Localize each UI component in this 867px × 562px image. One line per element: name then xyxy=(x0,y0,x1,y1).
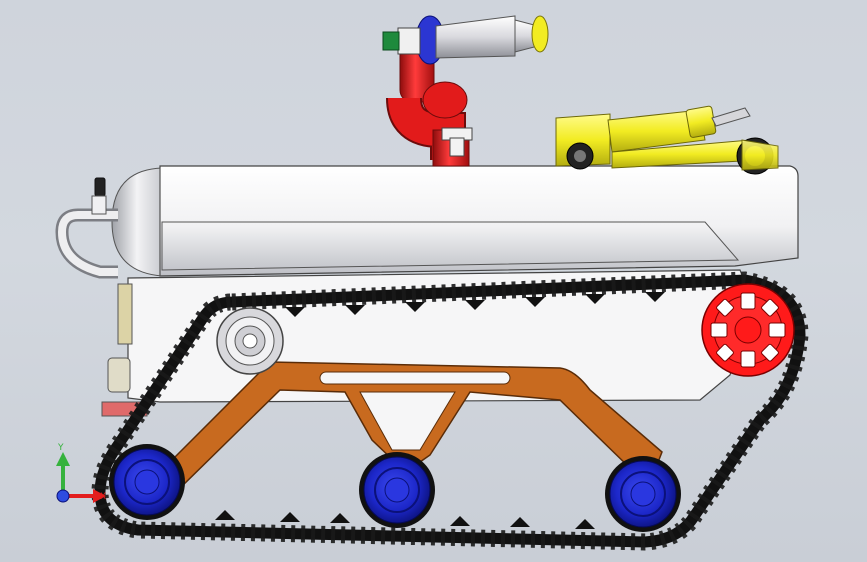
road-wheel-left[interactable] xyxy=(109,444,185,520)
x-axis-label: X xyxy=(100,492,106,502)
road-wheel-right[interactable] xyxy=(605,456,681,532)
manipulator-arm[interactable] xyxy=(555,105,779,175)
y-axis-label: Y xyxy=(57,443,64,453)
coordinate-triad: Y X xyxy=(56,443,106,503)
z-axis-dot xyxy=(56,489,70,503)
idler-wheel[interactable] xyxy=(216,307,284,375)
suspension-frame[interactable] xyxy=(148,361,663,489)
upper-hull[interactable] xyxy=(111,165,799,277)
road-wheel-middle[interactable] xyxy=(359,452,435,528)
drive-sprocket[interactable] xyxy=(701,283,795,377)
track[interactable] xyxy=(91,271,809,551)
rear-handle-pipe xyxy=(55,177,118,279)
water-cannon[interactable] xyxy=(382,15,549,167)
